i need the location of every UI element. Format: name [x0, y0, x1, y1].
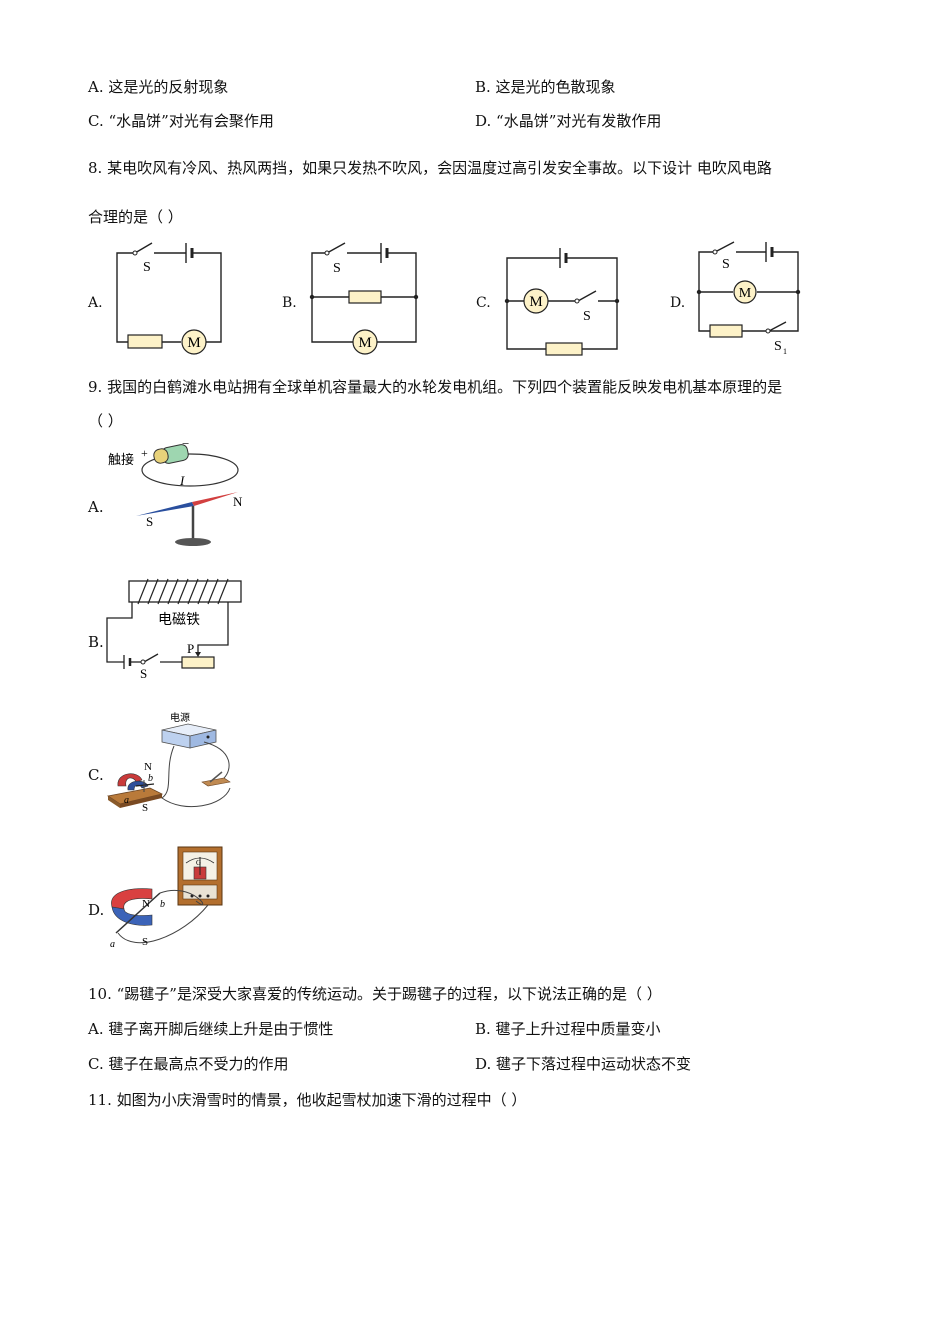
- q9b-electromagnet-label: 电磁铁: [158, 612, 200, 628]
- q11-stem: 11. 如图为小庆滑雪时的情景，他收起雪杖加速下滑的过程中（ ）: [88, 1091, 527, 1109]
- q9d-a: a: [110, 939, 115, 950]
- q9b-switch-label: S: [140, 666, 147, 681]
- q8-stem-line1: 8. 某电吹风有冷风、热风两挡，如果只发热不吹风，会因温度过高引发安全事故。以下…: [88, 159, 772, 177]
- q8d-switch1-sub: 1: [783, 347, 787, 356]
- q9-figure-a: 触接 + − I N S: [108, 440, 243, 546]
- q9d-north: N: [142, 898, 150, 910]
- q8a-motor-label: M: [187, 335, 200, 351]
- q7-option-b: B. 这是光的色散现象: [475, 78, 616, 96]
- q9c-b: b: [148, 773, 153, 784]
- q8-label-d: D.: [670, 295, 686, 311]
- q9a-minus: −: [182, 440, 189, 451]
- q8b-motor-label: M: [358, 335, 371, 351]
- q8c-switch-label: S: [583, 309, 591, 324]
- q8-circuit-a: M S: [116, 242, 222, 355]
- q9-label-b: B.: [88, 633, 104, 651]
- q9a-north: N: [233, 494, 243, 509]
- q8-label-b: B.: [282, 295, 297, 311]
- q9-label-a: A.: [88, 498, 104, 516]
- q10-option-c: C. 毽子在最高点不受力的作用: [88, 1055, 289, 1073]
- q8d-switch-label: S: [722, 257, 730, 272]
- q8c-motor-label: M: [529, 294, 542, 310]
- q8-stem-line2: 合理的是（ ）: [88, 208, 183, 226]
- q10-option-b: B. 毽子上升过程中质量变小: [475, 1020, 661, 1038]
- q7-option-a: A. 这是光的反射现象: [88, 78, 229, 96]
- q8a-switch-label: S: [143, 260, 151, 275]
- q7-option-c: C. “水晶饼”对光有会聚作用: [88, 112, 274, 130]
- q10-option-a: A. 毽子离开脚后继续上升是由于惯性: [88, 1020, 334, 1038]
- q9d-gauge-label: G: [196, 859, 201, 867]
- q9-figure-b: 电磁铁 P S: [106, 578, 242, 681]
- q9a-plus: +: [141, 446, 148, 460]
- q9a-touch-label: 触接: [108, 452, 134, 467]
- q9-stem-line1: 9. 我国的白鹤滩水电站拥有全球单机容量最大的水轮发电机组。下列四个装置能反映发…: [88, 378, 783, 396]
- q8-circuit-b: M S: [309, 242, 419, 355]
- q9a-south: S: [146, 514, 153, 529]
- q10-stem: 10. “踢毽子”是深受大家喜爱的传统运动。关于踢毽子的过程，以下说法正确的是（…: [88, 985, 662, 1003]
- q9b-slider-label: P: [187, 641, 194, 656]
- q9d-south: S: [142, 936, 148, 948]
- q9a-current: I: [179, 473, 185, 488]
- q9c-south: S: [142, 802, 148, 814]
- q9-label-c: C.: [88, 766, 104, 784]
- q9c-north: N: [144, 761, 152, 773]
- q7-option-d: D. “水晶饼”对光有发散作用: [475, 112, 662, 130]
- q9d-b: b: [160, 899, 165, 910]
- q10-option-d: D. 毽子下落过程中运动状态不变: [475, 1055, 692, 1073]
- q9-label-d: D.: [88, 901, 105, 919]
- q8d-motor-label: M: [739, 286, 752, 301]
- q9-figure-c: 电源 N S b a: [106, 711, 231, 814]
- q9c-power-label: 电源: [170, 711, 190, 724]
- q9-figure-d: G N S b a: [110, 846, 223, 950]
- q8-circuit-d: M S S 1: [696, 241, 801, 356]
- q9c-a: a: [124, 795, 129, 806]
- q8-label-c: C.: [476, 295, 491, 311]
- q8d-switch1-label: S: [774, 339, 782, 354]
- q9-stem-line2: （ ）: [88, 412, 123, 430]
- q8-label-a: A.: [88, 295, 103, 311]
- q8-circuit-c: M S: [504, 248, 620, 356]
- q8b-switch-label: S: [333, 261, 341, 276]
